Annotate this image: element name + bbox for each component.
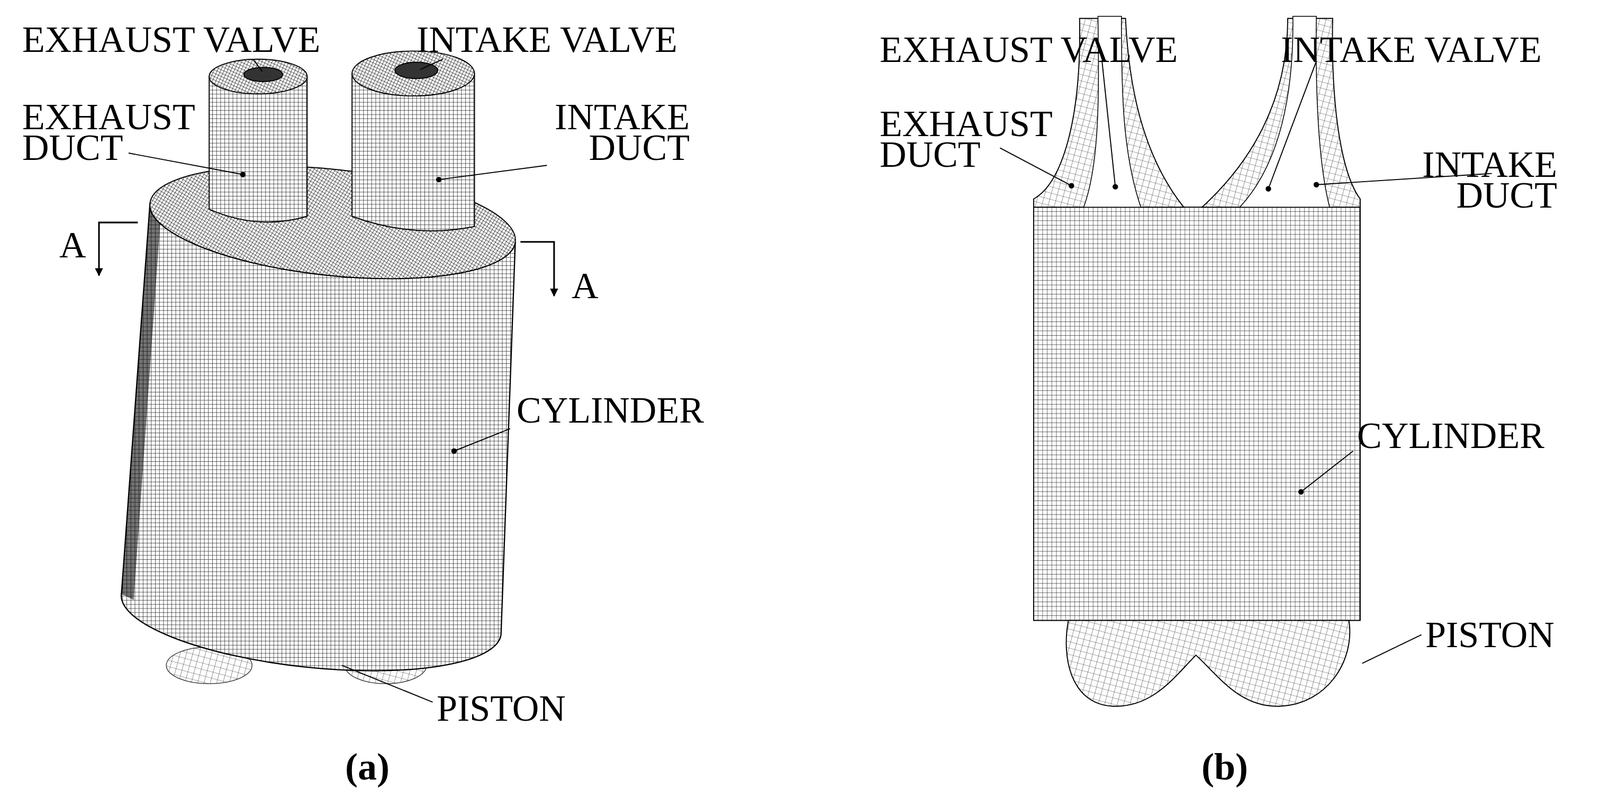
leader-lines [128,59,1493,702]
part-label: CYLINDER [516,391,704,429]
part-label: EXHAUST VALVE [22,21,321,59]
piston-section [1066,620,1351,707]
part-label: INTAKE DUCT [1374,149,1558,211]
part-label: PISTON [436,689,566,727]
section-letter: A [571,267,599,305]
part-label: CYLINDER [1357,417,1545,455]
panel-caption: (a) [345,747,390,786]
section-marks [98,222,555,296]
exhaust-duct-3d [209,59,307,223]
part-label: EXHAUST VALVE [879,31,1178,69]
part-label: INTAKE VALVE [1280,31,1542,69]
part-label: EXHAUST DUCT [879,108,1063,170]
intake-duct-3d [351,50,475,231]
panel-caption: (b) [1201,747,1249,786]
part-label: INTAKE VALVE [416,21,678,59]
section-letter: A [59,226,87,264]
part-label: INTAKE DUCT [507,101,690,164]
cylinder-shade [121,202,161,600]
cylinder-section [1033,206,1361,620]
part-label: PISTON [1425,616,1555,654]
part-label: EXHAUST DUCT [22,101,205,164]
